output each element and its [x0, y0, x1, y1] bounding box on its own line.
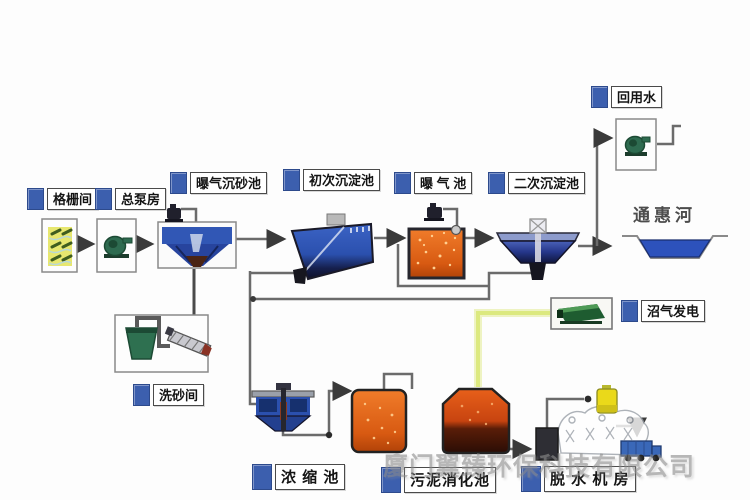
secondary-drive [529, 218, 547, 234]
aeration-tank-unit [407, 203, 466, 280]
station-label: 二次沉淀池 [508, 172, 586, 194]
thickener-motor [276, 383, 291, 390]
primary-tank-drive [326, 213, 346, 226]
tag-sand-washing-room: 洗砂间 [133, 384, 205, 406]
river-name: 通惠河 [633, 206, 696, 225]
station-label: 脱 水 机 房 [544, 466, 636, 492]
label-marker [95, 188, 112, 210]
pipe-return-sludge [396, 244, 489, 288]
pipe-digester1-to-digester2 [382, 372, 414, 390]
tag-aerated-grit-chamber: 曝气沉砂池 [170, 172, 268, 194]
screw-conveyor-icon [164, 326, 212, 357]
primary-tank [290, 222, 375, 281]
label-marker [252, 464, 272, 490]
grit-funnel [166, 244, 229, 266]
station-label: 曝 气 池 [414, 172, 473, 194]
aeration-flange [450, 224, 462, 236]
label-marker [170, 172, 187, 194]
label-marker [591, 86, 608, 108]
digester2-unit [441, 387, 511, 455]
grid-room-unit [41, 218, 78, 273]
station-label: 浓 缩 池 [275, 464, 346, 490]
pipe-reuse-outlet [657, 124, 681, 146]
secondary-sludge-hopper [529, 263, 546, 280]
tag-main-pump-house: 总泵房 [95, 188, 167, 210]
scraper-arm [305, 226, 345, 271]
bar-screen-icon [48, 227, 73, 266]
dewatering-unit [535, 385, 662, 462]
sand-washing-unit [114, 314, 212, 373]
aeration-tank [407, 227, 466, 280]
label-marker [488, 172, 505, 194]
canister-icon [596, 385, 618, 414]
biogas-generator-unit [550, 297, 613, 330]
grit-column [190, 234, 203, 252]
label-marker [133, 384, 150, 406]
pipe-grit-blower [181, 207, 198, 224]
station-label: 总泵房 [115, 188, 167, 210]
junction-dot [584, 395, 592, 403]
pipe-sludge-to-thickener [248, 271, 256, 406]
pump-icon [624, 135, 651, 156]
tag-sludge-digestion: 污泥消化池 [381, 467, 497, 493]
biogas-line [476, 311, 550, 387]
pipe-to-reuse-pump [593, 128, 614, 246]
station-label: 洗砂间 [153, 384, 205, 406]
secondary-sedimentation-unit [495, 218, 581, 280]
label-marker [394, 172, 411, 194]
tag-grid-room: 格栅间 [27, 188, 99, 210]
tag-dewatering-room: 脱 水 机 房 [521, 466, 636, 492]
pipe-aeration-blower [443, 207, 459, 227]
main-pump-house-unit [96, 218, 137, 273]
thickener-shaft [281, 388, 286, 431]
junction-dot [250, 296, 256, 302]
tag-primary-sedimentation: 初次沉淀池 [283, 169, 381, 191]
aerated-grit-chamber-unit [157, 204, 237, 269]
river-icon [622, 235, 728, 259]
tag-reuse-water: 回用水 [591, 86, 663, 108]
thickener-unit [251, 383, 315, 432]
primary-sludge-hopper [293, 267, 307, 284]
digester1-unit [350, 388, 408, 454]
junction-dot [325, 431, 333, 439]
blower-icon [424, 203, 444, 221]
digester2-tank [441, 387, 511, 455]
station-label: 初次沉淀池 [303, 169, 381, 191]
pump-icon [103, 235, 133, 258]
primary-sedimentation-unit [290, 213, 375, 284]
aeration-bubbles [416, 231, 457, 270]
station-label: 回用水 [611, 86, 663, 108]
pipe-dewater-to-canister [545, 397, 584, 428]
grit-sediment [186, 256, 208, 267]
reuse-pump-unit [615, 118, 657, 171]
blower-icon [165, 204, 183, 222]
station-label: 沼气发电 [641, 300, 706, 322]
station-label: 污泥消化池 [404, 467, 497, 493]
truck-icon [620, 440, 662, 462]
tag-biogas-power: 沼气发电 [621, 300, 706, 322]
bucket-icon [125, 327, 158, 360]
label-marker [521, 466, 541, 492]
station-label: 格栅间 [47, 188, 99, 210]
station-label: 曝气沉砂池 [190, 172, 268, 194]
tag-secondary-sedimentation: 二次沉淀池 [488, 172, 586, 194]
label-marker [283, 169, 300, 191]
biogas-line-halo [474, 309, 550, 387]
label-marker [621, 300, 638, 322]
secondary-shaft [535, 232, 541, 262]
label-marker [27, 188, 44, 210]
tag-thickening-tank: 浓 缩 池 [252, 464, 346, 490]
press-feed-unit [535, 427, 559, 461]
generator-icon [557, 304, 605, 324]
label-marker [381, 467, 401, 493]
tag-aeration-tank: 曝 气 池 [394, 172, 473, 194]
wash-pipe [135, 316, 170, 348]
digester1-tank [350, 388, 408, 454]
